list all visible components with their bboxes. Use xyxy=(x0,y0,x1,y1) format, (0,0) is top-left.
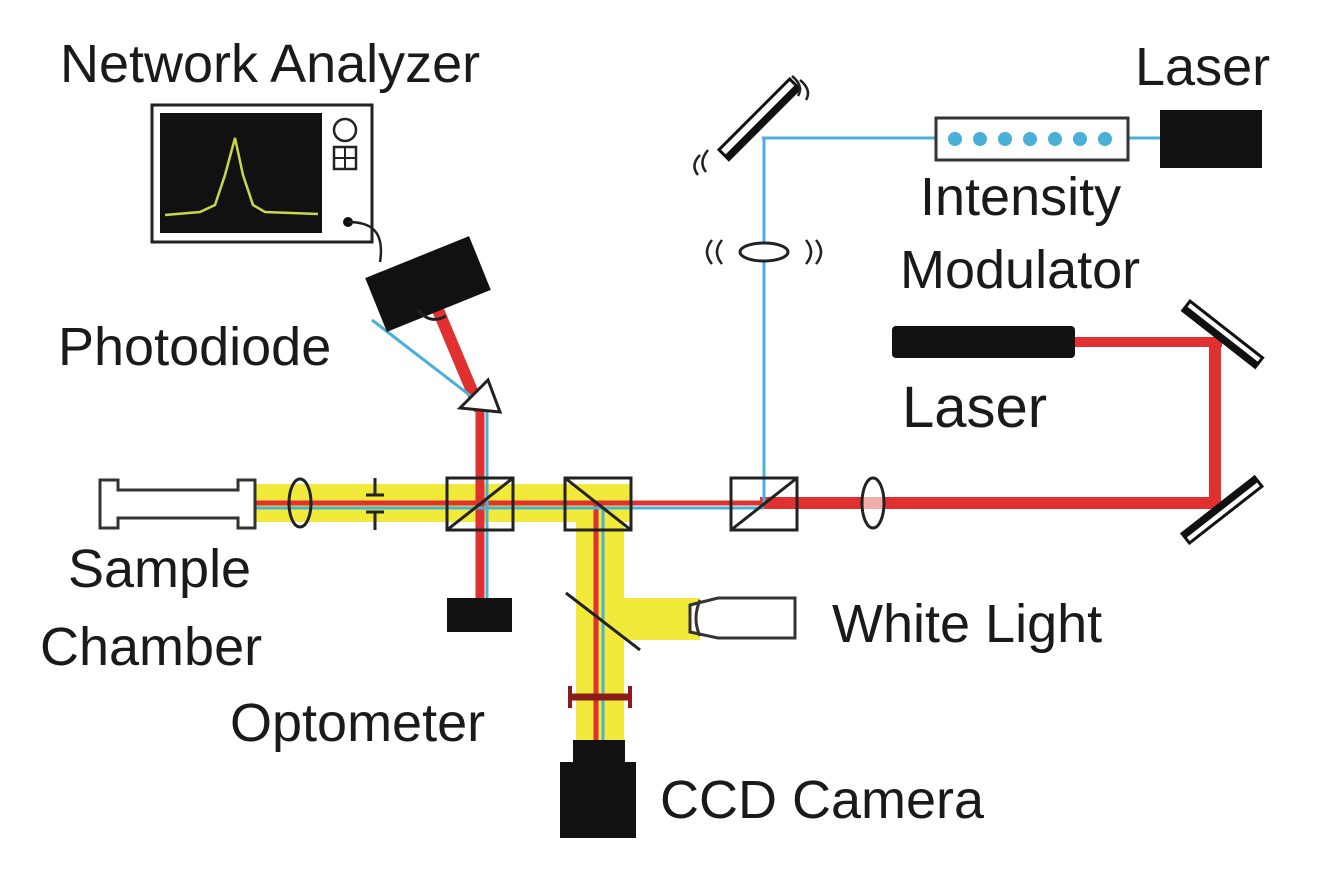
mirror-top-back xyxy=(724,84,800,160)
mirror-right-bottom-back xyxy=(1182,476,1259,539)
ccd-camera-body xyxy=(560,762,636,838)
bs-left-diagonal xyxy=(446,476,514,532)
red-laser-beam xyxy=(255,307,1222,745)
pickoff-prism xyxy=(456,377,503,414)
beam-splitters xyxy=(445,476,799,532)
mirror-top-vibration-left xyxy=(693,149,709,176)
mirror-top-vibration-right xyxy=(791,75,810,101)
bead xyxy=(948,132,962,146)
label-intensity-modulator-line1: Intensity xyxy=(920,167,1121,227)
bead xyxy=(1048,132,1062,146)
network-analyzer-cable xyxy=(347,220,383,263)
bs-left-cube xyxy=(445,476,515,532)
mirror-right-bottom xyxy=(1179,474,1265,546)
label-sample-chamber-line2: Chamber xyxy=(40,617,262,677)
aperture-iris xyxy=(366,478,384,530)
label-sample-chamber-line1: Sample xyxy=(68,539,251,599)
camera-path-optics xyxy=(560,591,797,838)
steering-mirror-top xyxy=(716,76,802,162)
lens-red-beam xyxy=(860,476,886,530)
mirror-right-top xyxy=(1180,299,1265,370)
white-light-lens-icon xyxy=(694,599,702,637)
label-laser-middle: Laser xyxy=(902,375,1047,440)
optometer xyxy=(568,686,632,708)
yellow-beam-branch xyxy=(600,598,700,640)
network-analyzer xyxy=(150,103,383,263)
labels: Network Analyzer Laser Intensity Modulat… xyxy=(40,34,1270,830)
laser-top-body xyxy=(1160,110,1262,168)
bs-center-diagonal xyxy=(564,476,632,532)
label-optometer: Optometer xyxy=(230,693,485,753)
label-intensity-modulator-line2: Modulator xyxy=(900,240,1140,300)
intensity-modulator xyxy=(934,116,1130,162)
beam-splitter-left xyxy=(445,476,515,532)
label-ccd-camera: CCD Camera xyxy=(660,770,985,830)
beam-splitter-right xyxy=(729,476,799,532)
bs-right-diagonal xyxy=(730,476,798,532)
beam-splitter-center xyxy=(563,476,633,532)
bead xyxy=(1098,132,1112,146)
beam-dump xyxy=(447,598,512,632)
label-laser-top: Laser xyxy=(1135,37,1270,97)
beam-splitter-plate xyxy=(565,591,641,652)
network-analyzer-knob-icon xyxy=(332,117,358,143)
lens-vibration-left xyxy=(705,239,723,265)
lens-vibration-right xyxy=(805,239,823,265)
modulator-beads xyxy=(948,132,1112,146)
bead xyxy=(973,132,987,146)
ccd-camera-neck xyxy=(573,740,625,766)
red-laser-optics xyxy=(860,299,1265,546)
network-analyzer-screen xyxy=(160,113,322,233)
lens-blue-beam xyxy=(738,241,790,263)
blue-beam-optics xyxy=(693,75,1262,265)
sample-chamber-optics xyxy=(98,477,512,632)
photodiode-body xyxy=(365,236,491,332)
sample-chamber xyxy=(98,478,257,530)
white-light-source xyxy=(688,596,797,640)
ccd-camera xyxy=(560,740,636,838)
label-white-light: White Light xyxy=(832,594,1102,654)
bead xyxy=(1023,132,1037,146)
mirror-top-plate xyxy=(716,76,802,162)
blue-beam-to-photodiode xyxy=(371,318,477,402)
bs-right-cube xyxy=(729,476,799,532)
photodiode xyxy=(365,236,503,414)
label-photodiode: Photodiode xyxy=(58,317,331,377)
lens-sample xyxy=(287,477,313,529)
network-analyzer-trace xyxy=(164,137,319,217)
laser-middle-body xyxy=(892,326,1075,358)
bead xyxy=(1073,132,1087,146)
photodiode-window xyxy=(416,309,447,321)
bead xyxy=(998,132,1012,146)
bs-center-cube xyxy=(563,476,633,532)
label-network-analyzer: Network Analyzer xyxy=(60,34,480,94)
mirror-right-top-back xyxy=(1182,305,1259,368)
